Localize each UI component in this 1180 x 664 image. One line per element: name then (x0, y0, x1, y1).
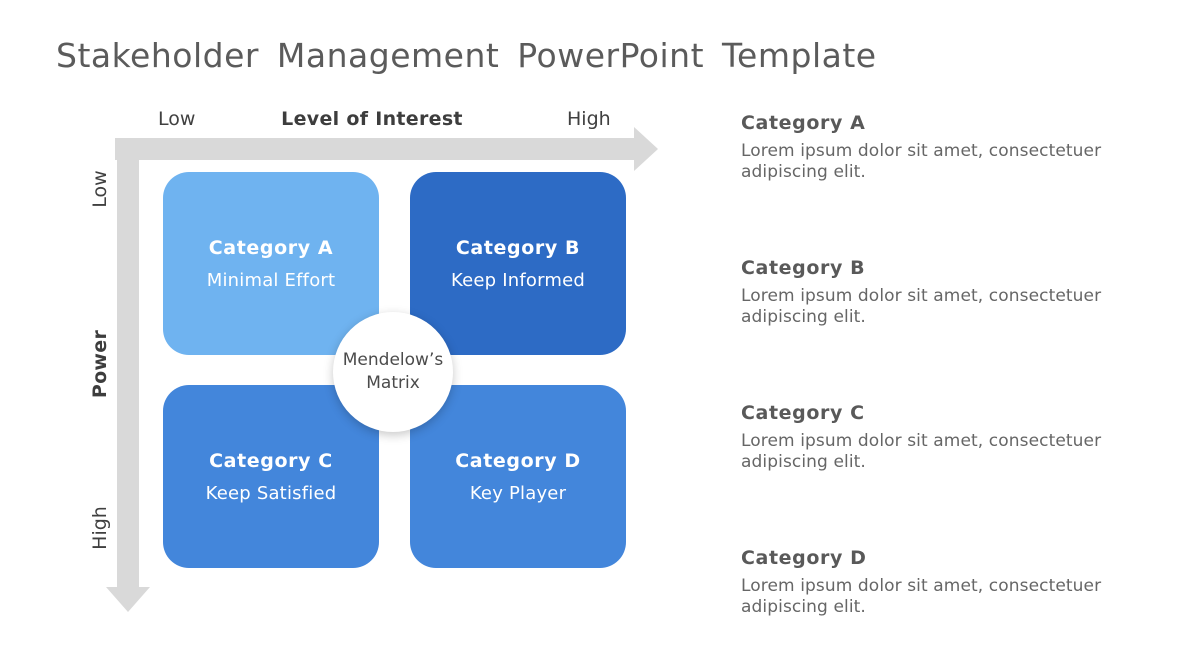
x-axis-low-label: Low (158, 108, 196, 130)
description-heading: Category D (741, 547, 867, 569)
x-axis-arrow-head-icon (634, 127, 658, 171)
quadrant-subtitle: Keep Satisfied (205, 482, 337, 504)
y-axis-arrow-shaft (117, 138, 139, 588)
description-body: Lorem ipsum dolor sit amet, consectetuer… (741, 431, 1102, 472)
quadrant-title: Category A (208, 236, 334, 259)
matrix-center-label-line1: Mendelow’s (342, 350, 444, 371)
description-body: Lorem ipsum dolor sit amet, consectetuer… (741, 286, 1102, 327)
quadrant-category-a: Category A Minimal Effort (163, 172, 379, 355)
quadrant-subtitle: Minimal Effort (206, 269, 336, 291)
x-axis-title: Level of Interest (281, 108, 463, 130)
matrix-center-badge: Mendelow’s Matrix (333, 312, 453, 432)
description-heading: Category B (741, 257, 866, 279)
quadrant-title: Category C (209, 449, 333, 472)
quadrant-category-b: Category B Keep Informed (410, 172, 626, 355)
description-heading: Category A (741, 112, 866, 134)
y-axis-low-label: Low (89, 170, 111, 208)
quadrant-subtitle: Keep Informed (451, 269, 585, 291)
y-axis-arrow-head-icon (106, 587, 150, 612)
quadrant-subtitle: Key Player (469, 482, 567, 504)
page-title: Stakeholder Management PowerPoint Templa… (56, 36, 877, 75)
description-body: Lorem ipsum dolor sit amet, consectetuer… (741, 576, 1102, 617)
quadrant-category-c: Category C Keep Satisfied (163, 385, 379, 568)
matrix-center-label-line2: Matrix (366, 373, 420, 393)
x-axis-high-label: High (567, 108, 611, 130)
quadrant-title: Category D (455, 449, 581, 472)
description-heading: Category C (741, 402, 865, 424)
description-block-category-d: Category D Lorem ipsum dolor sit amet, c… (741, 547, 1136, 617)
description-block-category-c: Category C Lorem ipsum dolor sit amet, c… (741, 402, 1136, 472)
description-block-category-a: Category A Lorem ipsum dolor sit amet, c… (741, 112, 1136, 182)
quadrant-title: Category B (455, 236, 581, 259)
x-axis-arrow-shaft (115, 138, 635, 160)
quadrant-category-d: Category D Key Player (410, 385, 626, 568)
description-body: Lorem ipsum dolor sit amet, consectetuer… (741, 141, 1102, 182)
description-block-category-b: Category B Lorem ipsum dolor sit amet, c… (741, 257, 1136, 327)
y-axis-high-label: High (89, 506, 111, 550)
y-axis-title: Power (89, 329, 111, 399)
